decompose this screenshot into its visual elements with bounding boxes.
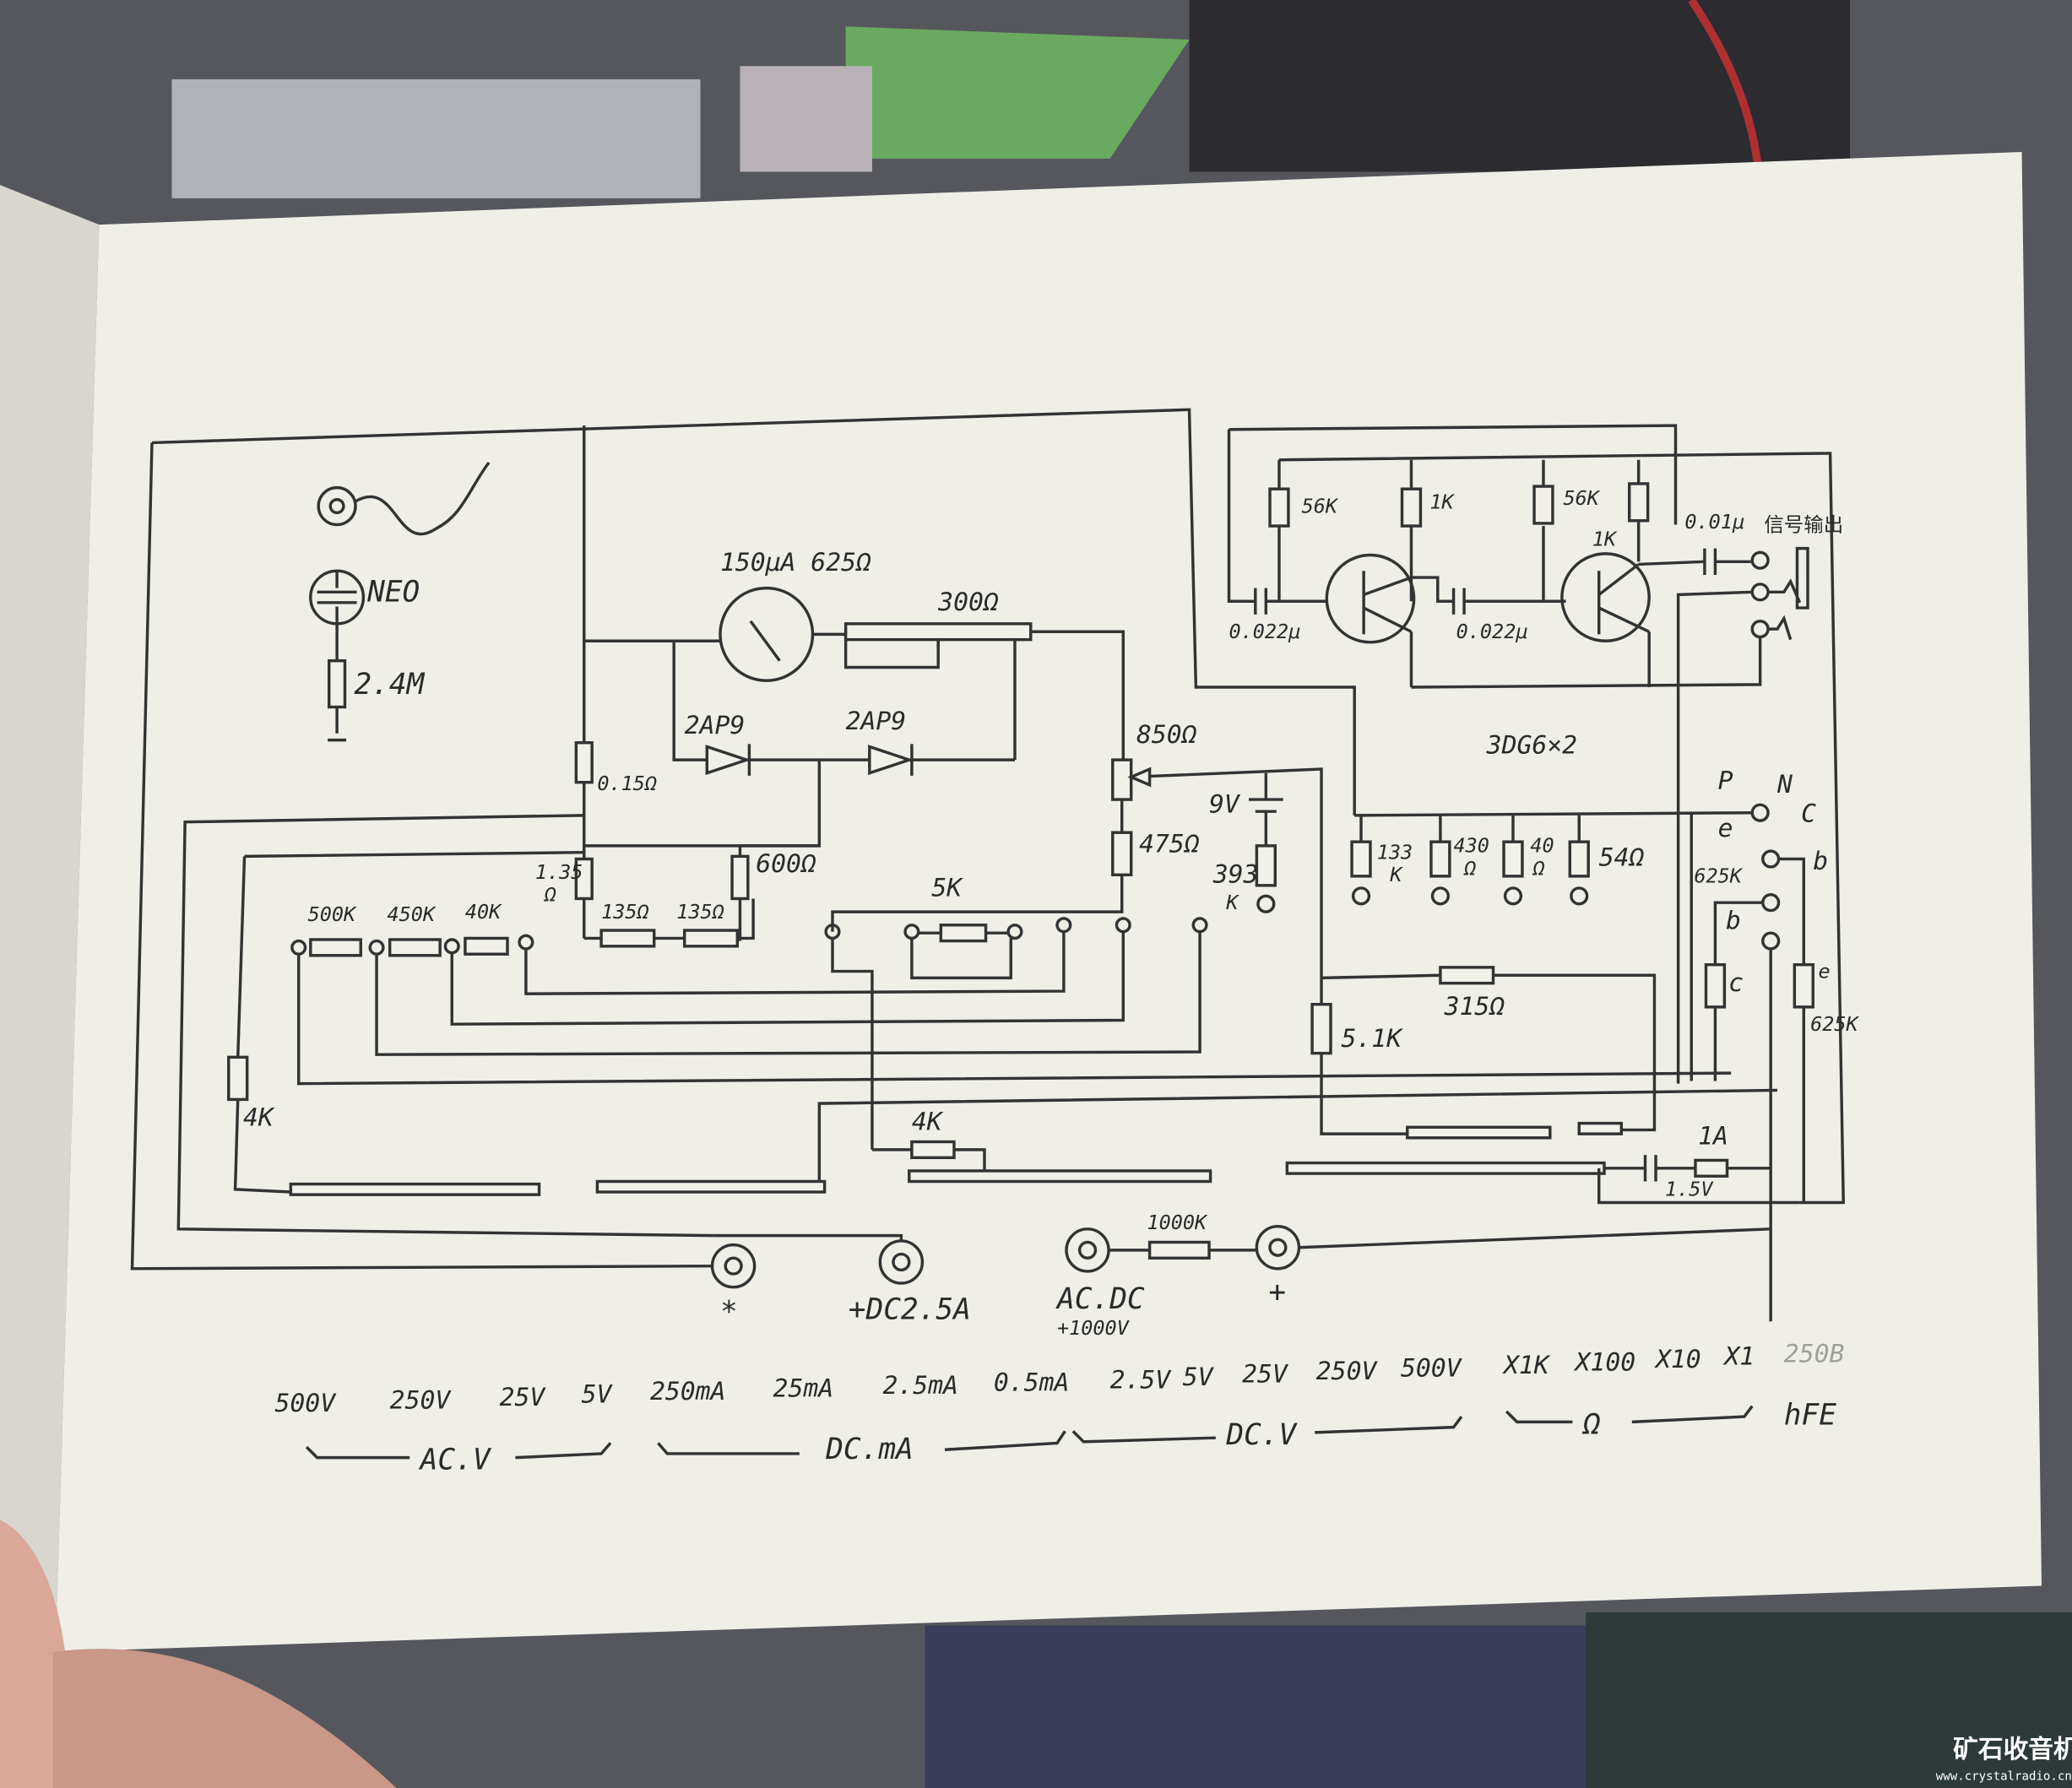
label: 1000K — [1147, 1211, 1208, 1234]
label: 54Ω — [1599, 843, 1645, 872]
group-label: DC.mA — [825, 1433, 914, 1466]
label: 56K — [1563, 486, 1600, 510]
label: 5.1K — [1342, 1024, 1404, 1054]
range-label: 250mA — [650, 1377, 725, 1406]
range-label: 5V — [582, 1380, 614, 1410]
jack-label: + — [1268, 1276, 1286, 1309]
range-label: 2.5mA — [882, 1371, 957, 1401]
label: c — [1728, 968, 1744, 998]
left-page-edge — [0, 185, 100, 1652]
label: e — [1718, 814, 1733, 843]
label: 0.01μ — [1684, 510, 1744, 534]
label: e — [1819, 959, 1831, 983]
label: 1K — [1592, 528, 1618, 551]
group-label: AC.V — [419, 1444, 492, 1477]
label: Ω — [544, 883, 556, 907]
jack-label: +1000V — [1057, 1316, 1131, 1340]
label: 475Ω — [1139, 830, 1200, 859]
component-labels: NEO 2.4M 150μA 625Ω 300Ω 2AP9 2AP9 0.15Ω… — [243, 486, 1860, 1340]
label: 850Ω — [1136, 720, 1197, 750]
label: 625K — [1694, 864, 1743, 888]
label: 40 — [1530, 834, 1554, 858]
range-label: 500V — [275, 1389, 338, 1418]
label: 9V — [1209, 790, 1241, 820]
range-label: 2.5V — [1110, 1365, 1173, 1395]
jack-label: * — [720, 1295, 738, 1329]
label: N — [1776, 770, 1793, 799]
label: 315Ω — [1444, 992, 1505, 1021]
label: 450K — [388, 902, 437, 926]
label: 1.35 — [535, 860, 583, 884]
label: P — [1718, 767, 1733, 796]
range-groups: AC.V DC.mA DC.V Ω hFE — [305, 1399, 1836, 1477]
range-label: X100 — [1574, 1348, 1636, 1378]
label: 信号输出 — [1764, 512, 1843, 536]
label: Ω — [1463, 856, 1476, 880]
jack-label: AC.DC — [1055, 1282, 1145, 1316]
label: 1A — [1698, 1122, 1728, 1151]
label: 500K — [308, 902, 357, 926]
label: 4K — [912, 1107, 944, 1136]
label: 625K — [1810, 1012, 1859, 1036]
range-label: 250B — [1784, 1339, 1845, 1368]
label: b — [1813, 847, 1828, 876]
label: 135Ω — [601, 900, 649, 924]
range-label: 25mA — [773, 1374, 834, 1404]
label: C — [1801, 799, 1816, 829]
label: Ω — [1532, 856, 1544, 880]
label: 393 — [1212, 860, 1259, 890]
label: 2AP9 — [685, 711, 746, 740]
label: 600Ω — [756, 849, 816, 879]
transistor-icon — [1325, 553, 1416, 644]
label: 150μA 625Ω — [720, 548, 871, 577]
meter-icon — [719, 586, 815, 682]
range-label: 0.5mA — [994, 1368, 1069, 1398]
range-label: 25V — [1242, 1359, 1289, 1389]
label: 3DG6×2 — [1486, 730, 1577, 760]
label: 4K — [243, 1103, 275, 1133]
label: 1K — [1429, 490, 1455, 514]
range-label: 25V — [500, 1383, 547, 1412]
range-label: 500V — [1401, 1354, 1463, 1384]
watermark: 矿石收音机 www.crystalradio.cn — [1936, 1735, 2072, 1784]
label: 56K — [1302, 494, 1339, 517]
range-label: 5V — [1183, 1363, 1215, 1392]
range-label: 250V — [1316, 1357, 1379, 1386]
group-label: DC.V — [1225, 1418, 1298, 1452]
label: 2AP9 — [846, 707, 907, 736]
label: 0.022μ — [1456, 620, 1528, 643]
label: 2.4M — [354, 668, 425, 702]
paper-page — [55, 152, 2042, 1652]
label: K — [1389, 863, 1403, 886]
range-labels: 500V 250V 25V 5V 250mA 25mA 2.5mA 0.5mA 2.5V 5V 25… — [275, 1339, 1845, 1418]
group-label: hFE — [1784, 1399, 1836, 1433]
thumb — [0, 1520, 70, 1788]
transistor-icon — [1560, 552, 1651, 642]
label: b — [1726, 906, 1741, 935]
label: 40K — [465, 900, 502, 924]
watermark-url: www.crystalradio.cn — [1936, 1770, 2072, 1784]
watermark-brand: 矿石收音机 — [1953, 1735, 2072, 1764]
jack-label: +DC2.5A — [849, 1292, 971, 1326]
label: NEO — [366, 575, 420, 609]
label: 133 — [1377, 841, 1413, 864]
label: 5K — [931, 873, 963, 902]
circuit-wiring — [130, 408, 1845, 1322]
range-label: X10 — [1654, 1345, 1701, 1374]
range-label: X1 — [1722, 1342, 1755, 1372]
label: 430 — [1454, 834, 1489, 858]
label: 135Ω — [676, 900, 724, 924]
range-label: X1K — [1502, 1351, 1551, 1380]
label: K — [1225, 891, 1239, 914]
label: 1.5V — [1665, 1178, 1714, 1201]
label: 0.15Ω — [597, 772, 657, 795]
range-label: 250V — [390, 1385, 453, 1415]
label: 0.022μ — [1229, 620, 1300, 643]
label: 300Ω — [937, 588, 999, 617]
group-label: Ω — [1581, 1407, 1601, 1441]
